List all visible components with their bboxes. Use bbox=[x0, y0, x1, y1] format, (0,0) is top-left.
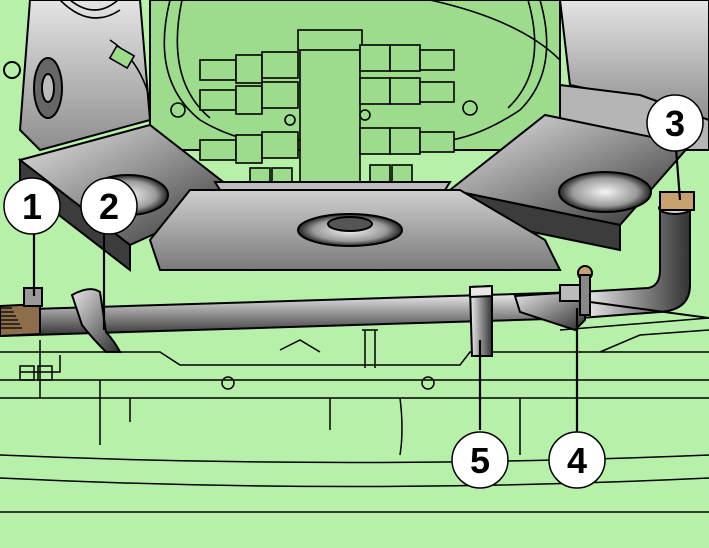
leader-lines bbox=[32, 147, 682, 432]
exhaust-flange-right bbox=[447, 113, 692, 252]
callout-badge bbox=[646, 94, 704, 152]
clamp-5 bbox=[468, 284, 493, 357]
callout-badge bbox=[548, 431, 606, 489]
callout-5: 5 bbox=[451, 431, 509, 489]
callout-label: 5 bbox=[470, 440, 490, 481]
callout-label: 3 bbox=[665, 103, 685, 144]
callout-4: 4 bbox=[548, 431, 606, 489]
callout-3: 3 bbox=[646, 94, 704, 152]
callout-1: 1 bbox=[3, 177, 61, 235]
callout-label: 1 bbox=[22, 186, 42, 227]
crossover-pipe bbox=[148, 181, 562, 271]
callout-badge bbox=[3, 177, 61, 235]
callout-label: 2 bbox=[99, 186, 119, 227]
fitting-3 bbox=[659, 191, 695, 211]
clamp-4 bbox=[513, 265, 709, 332]
callout-label: 4 bbox=[567, 440, 587, 481]
callout-badge bbox=[451, 431, 509, 489]
callout-badge bbox=[80, 177, 138, 235]
callout-2: 2 bbox=[80, 177, 138, 235]
clamp-2 bbox=[70, 288, 122, 353]
lower-body-lines bbox=[0, 317, 709, 513]
leader-line-3 bbox=[674, 147, 682, 201]
